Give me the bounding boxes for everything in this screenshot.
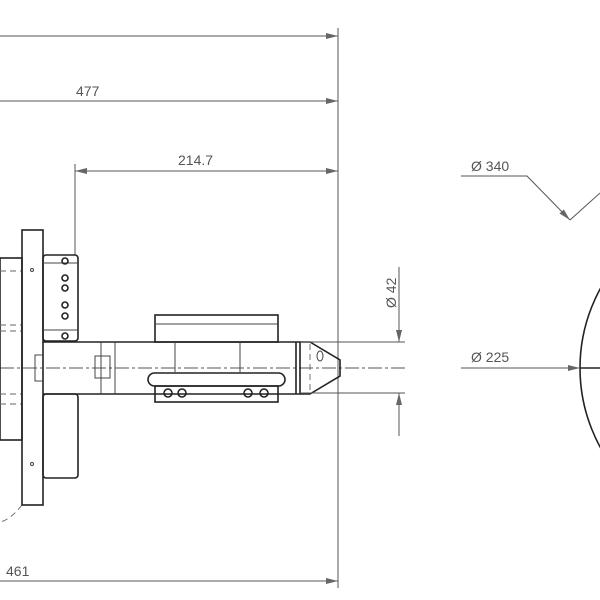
bolt-holes <box>61 257 69 340</box>
dimension-214-7-label: 214.7 <box>178 152 213 168</box>
dimension-461-label: 461 <box>6 563 30 579</box>
part-side-view <box>0 229 341 523</box>
dimension-340-label: Ø 340 <box>471 158 509 174</box>
dimension-477-label: 477 <box>76 83 100 99</box>
screws <box>163 388 269 398</box>
leader-340 <box>461 175 571 221</box>
dimension-225-label: Ø 225 <box>471 349 509 365</box>
dimension-42-label: Ø 42 <box>383 277 399 308</box>
